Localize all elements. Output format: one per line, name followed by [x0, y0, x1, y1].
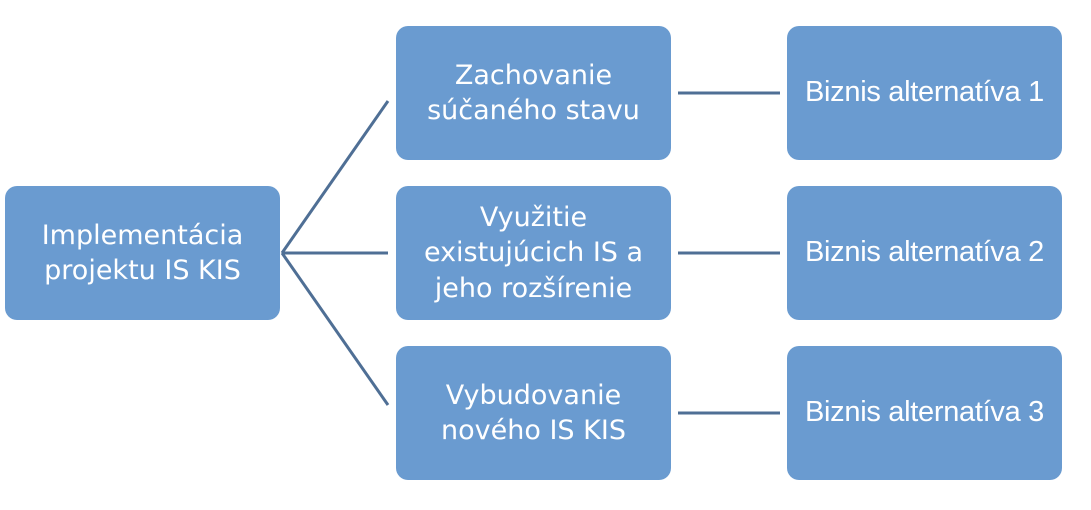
alternative-node-3: Biznis alternatíva 3	[787, 346, 1062, 480]
option-node-2-label: Využitie existujúcich IS a jeho rozšíren…	[423, 202, 644, 304]
option-node-1-label: Zachovanie súčaného stavu	[427, 59, 640, 126]
option-node-3: Vybudovanie nového IS KIS	[396, 346, 671, 480]
alternative-node-2-label: Biznis alternatíva 2	[804, 236, 1044, 269]
option-node-3-label: Vybudovanie nového IS KIS	[441, 379, 626, 446]
alternative-node-2: Biznis alternatíva 2	[787, 186, 1062, 320]
connector-root-to-option-1	[280, 100, 390, 254]
root-node: Implementácia projektu IS KIS	[5, 186, 280, 320]
alternative-node-1-label: Biznis alternatíva 1	[804, 76, 1044, 109]
option-node-1: Zachovanie súčaného stavu	[396, 26, 671, 160]
option-node-2: Využitie existujúcich IS a jeho rozšíren…	[396, 186, 671, 320]
alternative-node-1: Biznis alternatíva 1	[787, 26, 1062, 160]
alternative-node-3-label: Biznis alternatíva 3	[804, 396, 1044, 429]
connector-root-to-option-3	[280, 252, 390, 406]
root-node-label: Implementácia projektu IS KIS	[41, 219, 244, 286]
